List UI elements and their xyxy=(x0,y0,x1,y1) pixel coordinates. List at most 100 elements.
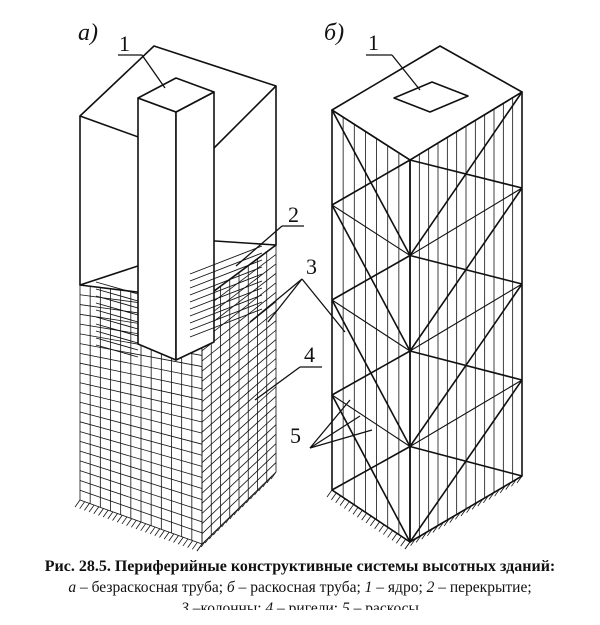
ground-hatch xyxy=(352,507,359,515)
ground-hatch xyxy=(410,538,416,546)
ground-hatch xyxy=(348,504,354,512)
ground-hatch xyxy=(421,531,428,540)
spandrel-side xyxy=(201,358,277,423)
ground-hatch xyxy=(177,536,184,545)
ground-hatch xyxy=(163,531,170,540)
brace-side xyxy=(409,283,523,447)
core-top-b xyxy=(393,81,469,113)
floor-slab-edge xyxy=(189,266,263,296)
ground-hatch xyxy=(126,518,132,526)
ground-hatch xyxy=(477,498,484,507)
spandrel-front xyxy=(79,372,203,401)
ground-hatch xyxy=(196,543,203,552)
ground-hatch xyxy=(335,495,341,504)
spandrel-side xyxy=(201,414,277,484)
ground-hatch xyxy=(339,498,346,506)
ground-hatch xyxy=(241,499,248,508)
caption-segment: –колонны; xyxy=(188,600,266,610)
ground-hatch xyxy=(221,519,227,528)
ground-hatch xyxy=(258,483,264,492)
ground-hatch xyxy=(225,515,232,524)
ground-hatch xyxy=(213,527,219,536)
ground-hatch xyxy=(383,527,389,535)
floor-slab-edge xyxy=(95,344,139,358)
ground-hatch xyxy=(237,503,244,512)
ground-hatch xyxy=(391,533,398,541)
caption-segment: 4 xyxy=(265,600,274,610)
floor-slab-edge xyxy=(189,252,263,282)
ground-hatch xyxy=(173,535,179,543)
caption-segment: – ядро; xyxy=(372,579,427,596)
brace-side xyxy=(409,91,523,256)
ground-hatch xyxy=(209,531,215,540)
brace-front xyxy=(331,350,411,396)
ground-hatch xyxy=(427,528,433,537)
spandrel-side xyxy=(201,320,277,382)
spandrel-side xyxy=(201,433,277,504)
caption-segment: 3 xyxy=(181,600,189,610)
ground-hatch xyxy=(511,479,517,487)
spandrel-side xyxy=(201,424,277,494)
ground-hatch xyxy=(191,542,198,550)
spandrel-side xyxy=(201,386,277,453)
ground-hatch xyxy=(102,509,109,518)
ground-hatch xyxy=(344,501,350,509)
spandrel-side xyxy=(201,377,277,443)
ground-hatch xyxy=(154,528,161,537)
floor-slab-edge xyxy=(95,288,139,302)
ground-hatch xyxy=(79,501,86,509)
figure-diagram: а) б) 1 2 3 4 1 5 xyxy=(74,20,523,552)
spandrel-front xyxy=(79,343,203,367)
spandrel-front xyxy=(79,431,203,467)
floor-slab-edge xyxy=(95,323,139,337)
ground-hatch xyxy=(488,492,495,500)
leader-b5 xyxy=(309,415,361,449)
caption-segment: б xyxy=(226,579,235,596)
caption-segment: – раскосы xyxy=(349,600,419,610)
floor-slab-edge xyxy=(95,302,139,316)
ground-hatch xyxy=(159,530,165,538)
spandrel-front xyxy=(79,450,203,489)
ground-hatch xyxy=(270,471,277,480)
callout-a-4-spandrels: 4 xyxy=(304,342,315,367)
leader-a3 xyxy=(267,278,303,323)
caption-segment: – перекрытие; xyxy=(434,579,532,596)
ground-hatch xyxy=(145,525,151,533)
ground-hatch xyxy=(326,489,333,498)
ground-hatch xyxy=(396,535,402,544)
ground-hatch xyxy=(331,492,337,501)
ground-hatch xyxy=(499,485,506,494)
ground-hatch xyxy=(116,514,123,523)
ground-hatch xyxy=(98,508,104,516)
floor-slab-edge xyxy=(189,280,263,310)
ground-hatch xyxy=(400,538,406,547)
spandrel-front xyxy=(79,382,203,412)
floor-slab-edge xyxy=(95,295,139,309)
callout-b-1-core: 1 xyxy=(368,30,379,55)
caption-segment: а xyxy=(68,579,77,596)
core-front-a xyxy=(137,97,177,361)
ground-hatch xyxy=(93,506,100,515)
ground-hatch xyxy=(415,535,422,543)
tier-beam-front xyxy=(331,299,411,352)
ground-hatch xyxy=(357,509,363,518)
ground-hatch xyxy=(378,524,385,532)
floor-slab-edge xyxy=(95,309,139,323)
ground-hatch xyxy=(74,499,81,508)
spandrel-side xyxy=(201,348,277,413)
spandrel-front xyxy=(79,392,203,423)
leader-b5 xyxy=(309,399,351,449)
callout-leaders xyxy=(118,54,421,449)
ground-hatch xyxy=(449,515,456,523)
spandrel-front xyxy=(79,480,203,523)
leader-a1 xyxy=(141,54,166,89)
ground-hatch xyxy=(262,479,269,488)
ground-hatch xyxy=(254,487,260,496)
ground-hatch xyxy=(466,505,472,513)
ground-hatch xyxy=(438,521,444,530)
building-a-unbraced-tube xyxy=(74,45,277,552)
spandrel-front xyxy=(79,401,203,434)
ground-hatch xyxy=(168,533,175,542)
tier-beam-front xyxy=(331,394,411,447)
ground-hatch xyxy=(471,502,478,510)
